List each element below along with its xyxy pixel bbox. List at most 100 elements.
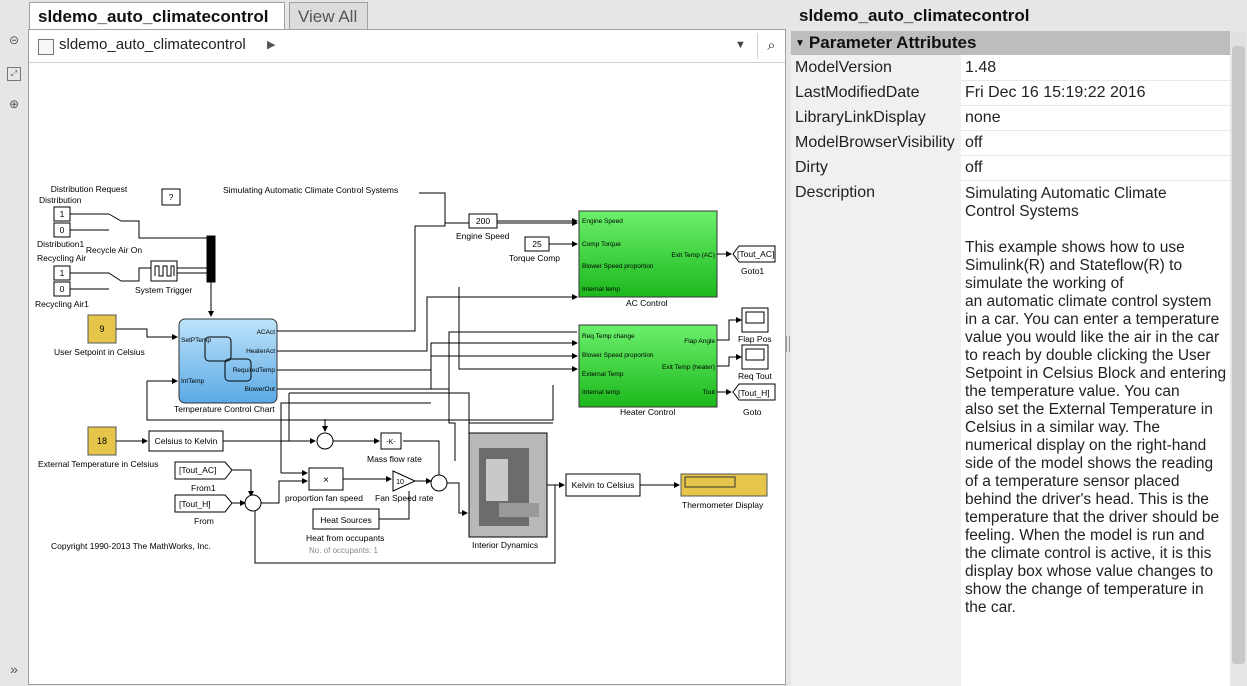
search-icon[interactable]: ⌕ bbox=[757, 33, 785, 59]
interior-dynamics-label: Interior Dynamics bbox=[472, 540, 538, 550]
goto1-block[interactable] bbox=[732, 245, 776, 263]
heat-sources-sub: No. of occupants: 1 bbox=[309, 546, 378, 555]
scope-screen bbox=[745, 348, 765, 361]
attr-key: Description bbox=[791, 180, 961, 686]
zoom-icon[interactable]: ⊕ bbox=[8, 97, 20, 111]
block-diagram: Simulating Automatic Climate Control Sys… bbox=[35, 184, 776, 564]
heater-in1: Req Temp change bbox=[582, 333, 635, 340]
distribution-value: 1 bbox=[60, 209, 65, 219]
attr-value[interactable]: off bbox=[965, 134, 983, 151]
table-row[interactable]: Description bbox=[791, 180, 1230, 686]
address-text[interactable]: sldemo_auto_climatecontrol bbox=[59, 36, 246, 53]
section-header[interactable]: ▼Parameter Attributes bbox=[791, 31, 1230, 55]
heater-out3: Tout bbox=[703, 389, 715, 396]
heater-out1: Flap Angle bbox=[684, 338, 715, 345]
recycling-value: 1 bbox=[60, 268, 65, 278]
car-seat-image bbox=[499, 503, 539, 517]
table-row[interactable]: LibraryLinkDisplay none bbox=[791, 105, 1230, 131]
attr-key: Dirty bbox=[791, 155, 961, 180]
attr-value[interactable]: off bbox=[965, 159, 983, 176]
help-text: ? bbox=[169, 192, 174, 202]
thermometer-screen bbox=[684, 476, 736, 488]
chart-in2: IntTemp bbox=[181, 378, 205, 385]
goto-label: Goto bbox=[743, 407, 762, 417]
attr-key: LastModifiedDate bbox=[791, 80, 961, 105]
attr-key: LibraryLinkDisplay bbox=[791, 105, 961, 130]
expand-icon[interactable]: » bbox=[10, 661, 18, 677]
collapse-triangle-icon[interactable]: ▼ bbox=[795, 38, 805, 49]
thermometer-display[interactable] bbox=[680, 473, 768, 497]
chevron-right-icon[interactable]: ▶ bbox=[267, 39, 276, 51]
recycling1-label: Recycling Air1 bbox=[35, 299, 89, 309]
heater-control-block[interactable] bbox=[578, 324, 718, 408]
fan-speed-gain[interactable] bbox=[392, 470, 417, 492]
model-canvas[interactable]: sldemo_auto_climatecontrol ▶ ▼ ⌕ Simulat… bbox=[28, 29, 786, 685]
from1-label: From1 bbox=[191, 483, 216, 493]
fan-speed-value: 10 bbox=[396, 479, 404, 486]
engine-speed-value: 200 bbox=[476, 216, 490, 226]
attr-value[interactable]: none bbox=[965, 109, 1001, 126]
heater-in2: Blower Speed proportion bbox=[582, 352, 654, 359]
attr-value[interactable]: Fri Dec 16 15:19:22 2016 bbox=[965, 84, 1146, 101]
thermometer-label: Thermometer Display bbox=[682, 500, 764, 510]
engine-speed-label: Engine Speed bbox=[456, 231, 510, 241]
vertical-scrollbar[interactable] bbox=[1232, 46, 1245, 664]
product-symbol: × bbox=[323, 475, 329, 486]
chart-state bbox=[204, 336, 232, 362]
attr-key: ModelBrowserVisibility bbox=[791, 130, 961, 155]
ac-control-label: AC Control bbox=[626, 298, 668, 308]
req-tout-label: Req Tout bbox=[738, 371, 773, 381]
chart-out4: BlowerOut bbox=[245, 386, 276, 393]
tab-model[interactable]: sldemo_auto_climatecontrol bbox=[29, 2, 285, 29]
table-row[interactable]: ModelVersion 1.48 bbox=[791, 55, 1230, 81]
heater-control-label: Heater Control bbox=[620, 407, 675, 417]
address-bar: sldemo_auto_climatecontrol ▶ ▼ ⌕ bbox=[29, 30, 785, 63]
distribution-switch-label: Distribution Request bbox=[51, 184, 128, 194]
scroll-up-button[interactable] bbox=[1231, 32, 1246, 46]
chart-out2: HeaterAct bbox=[246, 348, 275, 355]
recycling1-value: 0 bbox=[60, 284, 65, 294]
external-temp-label: External Temperature in Celsius bbox=[38, 459, 158, 469]
fit-to-view-icon[interactable]: ⤢ bbox=[7, 67, 21, 81]
heat-sources-caption: Heat from occupants bbox=[306, 533, 384, 543]
tab-view-all[interactable]: View All bbox=[289, 2, 368, 29]
sum-block bbox=[430, 474, 448, 492]
ac-out: Exit Temp (AC) bbox=[671, 252, 715, 259]
hide-browser-icon[interactable]: ⊝ bbox=[8, 33, 20, 47]
mass-flow-value: -K- bbox=[386, 439, 396, 446]
mux-block bbox=[206, 235, 216, 283]
torque-comp-label: Torque Comp bbox=[509, 253, 560, 263]
copyright: Copyright 1990-2013 The MathWorks, Inc. bbox=[51, 541, 211, 551]
heater-in4: Internal temp bbox=[582, 389, 620, 396]
product-label: proportion fan speed bbox=[285, 493, 363, 503]
chevron-down-icon[interactable]: ▼ bbox=[735, 39, 746, 51]
splitter-grip[interactable] bbox=[786, 336, 790, 352]
goto-block[interactable] bbox=[732, 383, 776, 401]
from1-block[interactable] bbox=[174, 461, 233, 480]
table-row[interactable]: ModelBrowserVisibility off bbox=[791, 130, 1230, 156]
attributes-table: ModelVersion 1.48 LastModifiedDate Fri D… bbox=[791, 55, 1230, 686]
user-setpoint-label: User Setpoint in Celsius bbox=[54, 347, 145, 357]
ac-control-block[interactable] bbox=[578, 210, 718, 298]
left-toolbar: ⊝ ⤢ ⊕ » bbox=[0, 0, 28, 686]
help-block[interactable] bbox=[161, 188, 181, 206]
attr-value[interactable]: 1.48 bbox=[965, 59, 997, 76]
ac-in4: Internal temp bbox=[582, 286, 620, 293]
distribution1-label: Distribution1 bbox=[37, 239, 85, 249]
section-title: Parameter Attributes bbox=[808, 33, 977, 52]
distribution-label: Distribution bbox=[39, 195, 82, 205]
mass-flow-label: Mass flow rate bbox=[367, 454, 422, 464]
mass-flow-gain[interactable] bbox=[380, 432, 402, 450]
system-trigger-label: System Trigger bbox=[135, 285, 192, 295]
scope-screen bbox=[745, 311, 765, 324]
heater-out2: Exit Temp (heater) bbox=[662, 364, 715, 371]
splitter[interactable] bbox=[786, 0, 791, 686]
table-row[interactable]: LastModifiedDate Fri Dec 16 15:19:22 201… bbox=[791, 80, 1230, 106]
diagram-title: Simulating Automatic Climate Control Sys… bbox=[223, 185, 398, 195]
from-block[interactable] bbox=[174, 494, 233, 513]
kelvin-to-celsius-label: Kelvin to Celsius bbox=[572, 480, 635, 490]
table-row[interactable]: Dirty off bbox=[791, 155, 1230, 181]
external-temp-constant[interactable] bbox=[87, 426, 117, 456]
ac-in3: Blower Speed proportion bbox=[582, 263, 654, 270]
description-value[interactable]: Simulating Automatic Climate Control Sys… bbox=[965, 185, 1227, 616]
